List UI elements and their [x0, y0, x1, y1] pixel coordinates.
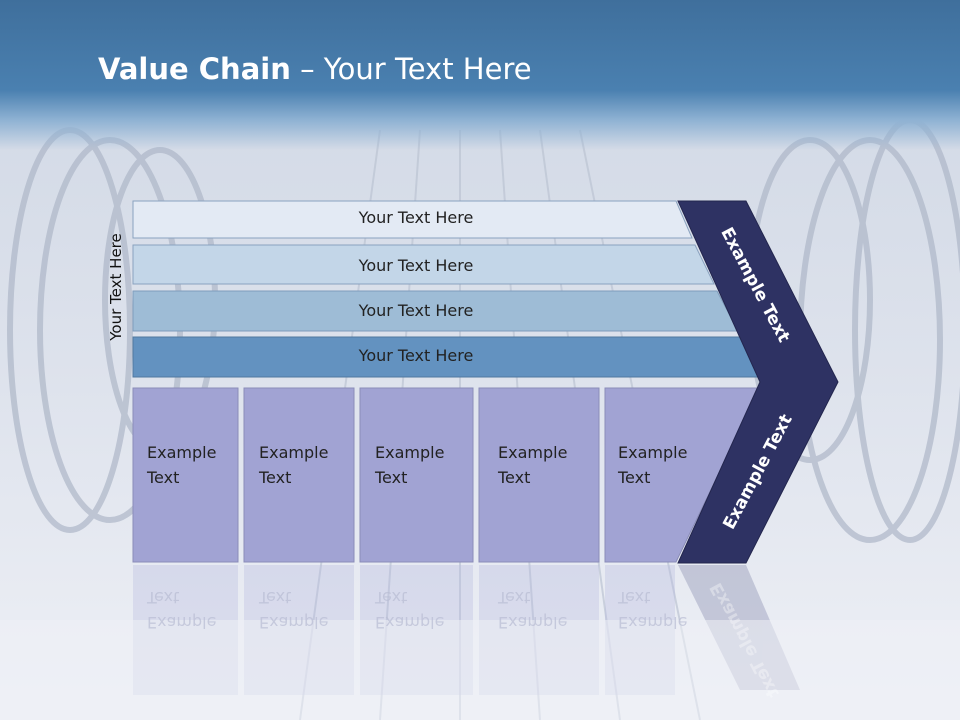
activity-box-3[interactable]: [359, 387, 474, 563]
activity-1-reflection-line1: Example: [147, 613, 217, 632]
activity-box-5[interactable]: [604, 387, 761, 563]
title-rest: – Your Text Here: [290, 52, 532, 86]
activity-5-reflection-line2: Text: [618, 588, 651, 607]
activity-1-reflection-line2: Text: [147, 588, 180, 607]
activity-1-line2: Text: [147, 468, 180, 487]
activity-box-1[interactable]: [132, 387, 239, 563]
activity-3-reflection-line1: Example: [375, 613, 445, 632]
support-row-2-label: Your Text Here: [358, 256, 474, 275]
activity-4-reflection: Example Text: [498, 585, 567, 635]
support-row-2[interactable]: [132, 244, 715, 285]
activity-box-4[interactable]: [478, 387, 600, 563]
activity-4-line1: Example: [498, 443, 568, 462]
support-row-1-label: Your Text Here: [358, 208, 474, 227]
support-activities-label: Your Text Here: [107, 233, 125, 341]
activity-3-line1: Example: [375, 443, 445, 462]
activity-2-reflection-line1: Example: [259, 613, 329, 632]
activity-4-reflection-line1: Example: [498, 613, 568, 632]
activity-5-line2: Text: [618, 468, 651, 487]
activity-5-reflection: Example Text: [618, 585, 687, 635]
slide-title: Value Chain – Your Text Here: [98, 52, 532, 86]
activity-3-reflection-line2: Text: [375, 588, 408, 607]
activity-4-reflection-line2: Text: [498, 588, 531, 607]
activity-5-reflection-line1: Example: [618, 613, 688, 632]
title-band: [0, 0, 960, 150]
margin-chevron[interactable]: [677, 200, 839, 564]
title-bold: Value Chain: [98, 52, 291, 86]
activity-2-line2: Text: [259, 468, 292, 487]
support-row-3-label: Your Text Here: [358, 301, 474, 320]
activity-2-reflection: Example Text: [259, 585, 328, 635]
activity-1-line1: Example: [147, 443, 217, 462]
activity-2-line1: Example: [259, 443, 329, 462]
activity-1-reflection: Example Text: [147, 585, 216, 635]
activity-5-line1: Example: [618, 443, 688, 462]
activity-box-2[interactable]: [243, 387, 355, 563]
activity-3-line2: Text: [375, 468, 408, 487]
support-row-1[interactable]: [132, 200, 693, 239]
support-row-4-label: Your Text Here: [358, 346, 474, 365]
activity-3-reflection: Example Text: [375, 585, 444, 635]
activity-2-reflection-line2: Text: [259, 588, 292, 607]
activity-4-line2: Text: [498, 468, 531, 487]
